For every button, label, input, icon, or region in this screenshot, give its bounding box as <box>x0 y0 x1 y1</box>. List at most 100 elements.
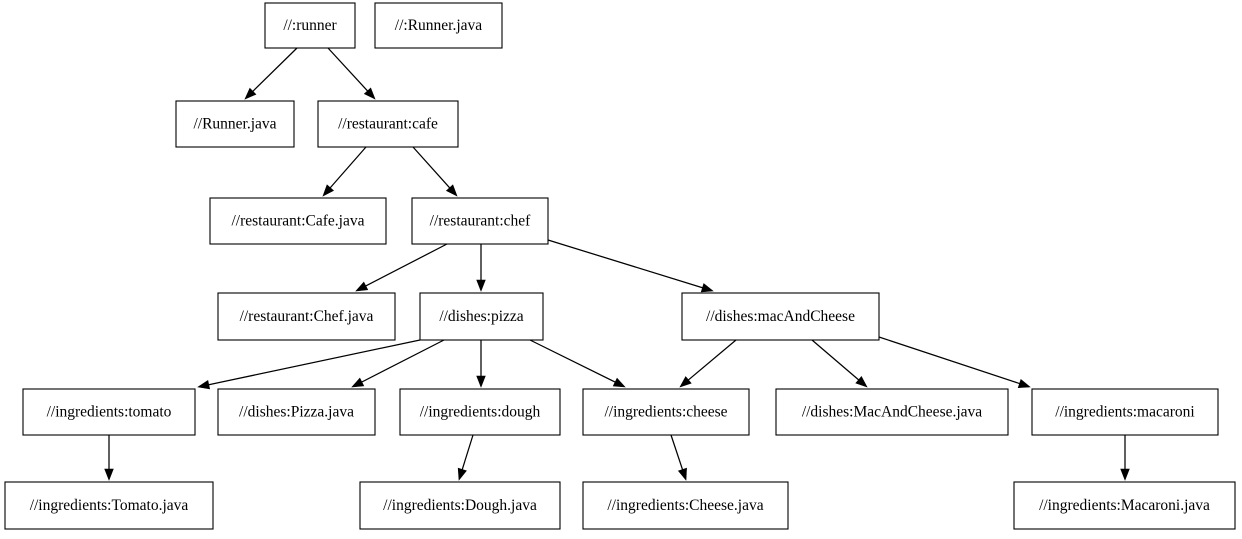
edge-arrowhead-icon <box>351 377 365 388</box>
node-layer: //:runner //:Runner.java //Runner.java //re… <box>4 2 1236 530</box>
edge-line <box>208 339 421 386</box>
edge-line <box>688 339 737 381</box>
graph-node-restaurant_cafe[interactable]: //restaurant:cafe <box>317 100 459 148</box>
edge-arrowhead-icon <box>197 380 211 390</box>
graph-node-runner_java_root[interactable]: //:Runner.java <box>374 2 503 49</box>
node-label: //dishes:MacAndCheese.java <box>802 404 982 421</box>
edge-arrowhead-icon <box>457 467 467 481</box>
graph-edge-ing_dough-to-dough_java <box>457 434 474 481</box>
graph-edge-ing_cheese-to-cheese_java <box>670 434 687 481</box>
node-label: //dishes:Pizza.java <box>239 404 354 421</box>
node-box[interactable] <box>411 197 549 245</box>
node-box[interactable] <box>582 481 789 530</box>
graph-node-dough_java[interactable]: //ingredients:Dough.java <box>359 481 561 530</box>
graph-node-tomato_java[interactable]: //ingredients:Tomato.java <box>4 481 214 530</box>
graph-node-dishes_mac[interactable]: //dishes:macAndCheese <box>681 292 880 341</box>
edge-arrowhead-icon <box>104 468 114 481</box>
node-box[interactable] <box>22 388 196 436</box>
edge-layer <box>104 47 1130 481</box>
graph-node-ing_tomato[interactable]: //ingredients:tomato <box>22 388 196 436</box>
graph-node-ing_macaroni[interactable]: //ingredients:macaroni <box>1031 388 1219 436</box>
graph-edge-runner-to-runner_java <box>244 47 298 100</box>
graph-node-macaroni_java[interactable]: //ingredients:Macaroni.java <box>1013 481 1236 530</box>
edge-arrowhead-icon <box>476 375 486 388</box>
graph-node-pizza_java[interactable]: //dishes:Pizza.java <box>217 388 376 436</box>
node-box[interactable] <box>217 388 376 436</box>
graph-node-chef_java[interactable]: //restaurant:Chef.java <box>217 292 396 341</box>
node-box[interactable] <box>419 292 544 341</box>
edge-line <box>670 434 684 470</box>
edge-arrowhead-icon <box>612 377 626 388</box>
graph-node-cheese_java[interactable]: //ingredients:Cheese.java <box>582 481 789 530</box>
edge-line <box>252 47 298 92</box>
node-label: //dishes:macAndCheese <box>706 308 855 325</box>
node-box[interactable] <box>175 100 295 148</box>
graph-edge-restaurant_chef-to-chef_java <box>355 243 448 292</box>
edge-arrowhead-icon <box>322 184 335 197</box>
edge-line <box>361 339 445 383</box>
edge-arrowhead-icon <box>1017 378 1031 388</box>
graph-edge-dishes_mac-to-ing_macaroni <box>878 336 1031 388</box>
node-box[interactable] <box>399 388 561 436</box>
node-box[interactable] <box>374 2 503 49</box>
graph-edge-dishes_mac-to-mac_java <box>811 339 868 388</box>
graph-node-runner_java[interactable]: //Runner.java <box>175 100 295 148</box>
graph-edge-dishes_pizza-to-pizza_java <box>351 339 445 388</box>
node-box[interactable] <box>264 2 356 49</box>
edge-arrowhead-icon <box>855 376 868 388</box>
node-label: //:Runner.java <box>395 17 483 34</box>
node-box[interactable] <box>209 197 387 245</box>
node-box[interactable] <box>359 481 561 530</box>
node-box[interactable] <box>775 388 1009 436</box>
graph-edge-dishes_pizza-to-ing_cheese <box>529 339 626 388</box>
node-label: //ingredients:cheese <box>604 404 727 421</box>
graph-node-ing_cheese[interactable]: //ingredients:cheese <box>582 388 750 436</box>
node-label: //ingredients:tomato <box>47 404 172 421</box>
edge-line <box>547 239 703 289</box>
graph-node-restaurant_chef[interactable]: //restaurant:chef <box>411 197 549 245</box>
node-box[interactable] <box>317 100 459 148</box>
edge-line <box>412 146 451 189</box>
node-label: //dishes:pizza <box>439 308 523 325</box>
graph-edge-restaurant_cafe-to-restaurant_chef <box>412 146 458 197</box>
graph-node-cafe_java[interactable]: //restaurant:Cafe.java <box>209 197 387 245</box>
graph-node-ing_dough[interactable]: //ingredients:dough <box>399 388 561 436</box>
node-label: //restaurant:Cafe.java <box>232 213 365 230</box>
graph-edge-dishes_pizza-to-ing_dough <box>476 340 486 388</box>
edge-line <box>529 339 616 383</box>
edge-arrowhead-icon <box>355 281 369 292</box>
edge-line <box>461 434 474 470</box>
node-label: //ingredients:Macaroni.java <box>1039 497 1210 514</box>
edge-line <box>878 336 1020 385</box>
node-label: //:runner <box>283 17 337 34</box>
node-box[interactable] <box>582 388 750 436</box>
graph-node-runner[interactable]: //:runner <box>264 2 356 49</box>
graph-edge-runner-to-restaurant_cafe <box>327 47 376 100</box>
edge-arrowhead-icon <box>700 283 714 293</box>
node-label: //restaurant:cafe <box>338 116 438 133</box>
node-label: //restaurant:chef <box>430 213 532 230</box>
edge-arrowhead-icon <box>679 376 692 388</box>
graph-edge-restaurant_chef-to-dishes_mac <box>547 239 714 293</box>
node-label: //ingredients:macaroni <box>1055 404 1195 421</box>
edge-arrowhead-icon <box>1120 468 1130 481</box>
node-box[interactable] <box>217 292 396 341</box>
node-label: //ingredients:dough <box>420 404 541 421</box>
node-label: //ingredients:Cheese.java <box>607 497 763 514</box>
node-box[interactable] <box>681 292 880 341</box>
node-box[interactable] <box>1031 388 1219 436</box>
edge-arrowhead-icon <box>476 279 486 292</box>
graph-node-dishes_pizza[interactable]: //dishes:pizza <box>419 292 544 341</box>
edge-arrowhead-icon <box>244 87 257 100</box>
node-box[interactable] <box>1013 481 1236 530</box>
graph-node-mac_java[interactable]: //dishes:MacAndCheese.java <box>775 388 1009 436</box>
node-label: //ingredients:Tomato.java <box>30 497 189 514</box>
edge-arrowhead-icon <box>363 87 376 100</box>
node-box[interactable] <box>4 481 214 530</box>
edge-arrowhead-icon <box>677 467 687 481</box>
graph-edge-restaurant_cafe-to-cafe_java <box>322 146 367 197</box>
node-label: //restaurant:Chef.java <box>240 308 374 325</box>
node-label: //ingredients:Dough.java <box>383 497 537 514</box>
graph-edge-ing_macaroni-to-macaroni_java <box>1120 435 1130 481</box>
